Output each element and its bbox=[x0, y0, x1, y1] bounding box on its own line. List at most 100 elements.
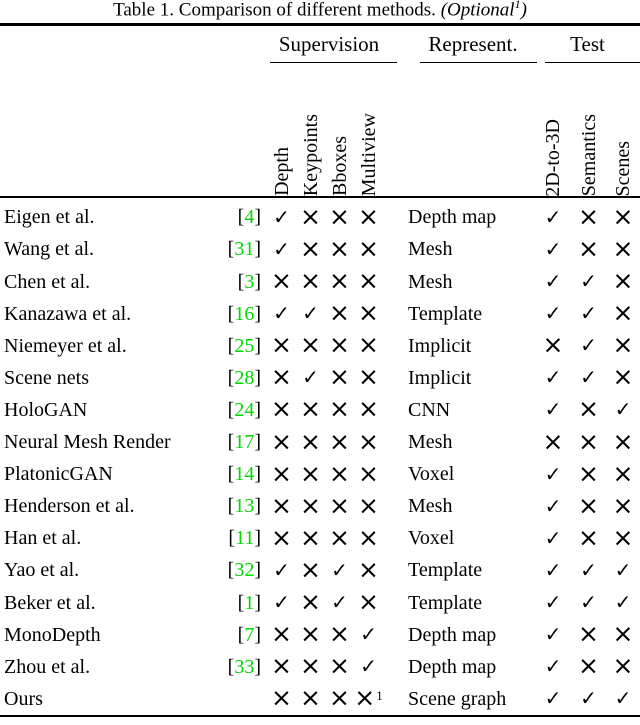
supervision-multiview-cell: × bbox=[354, 522, 383, 552]
represent-cell: Mesh bbox=[408, 431, 453, 454]
cross-icon: × bbox=[542, 330, 564, 360]
citation-link[interactable]: 16 bbox=[234, 302, 255, 325]
table-caption: Table 1. Comparison of different methods… bbox=[0, 0, 640, 21]
cross-icon: × bbox=[329, 362, 350, 392]
citation-link[interactable]: 13 bbox=[234, 495, 255, 518]
table-row: Zhou et al. [33] × × × ✓ Depth map ✓ × × bbox=[0, 651, 640, 683]
test-semantics-cell: × bbox=[571, 525, 606, 551]
test-2d-to-3d-cell: ✓ bbox=[535, 464, 571, 485]
test-2d-to-3d-cell: ✓ bbox=[535, 303, 571, 324]
check-icon: ✓ bbox=[360, 654, 377, 679]
col-header-bboxes: Bboxes bbox=[328, 136, 351, 197]
cross-icon: × bbox=[578, 394, 599, 424]
check-icon: ✓ bbox=[580, 365, 597, 390]
cross-icon: × bbox=[358, 201, 379, 231]
test-semantics-cell: × bbox=[571, 201, 606, 231]
represent-cell: Template bbox=[408, 302, 483, 325]
citation-link[interactable]: 33 bbox=[234, 655, 255, 678]
supervision-keypoints-cell: × bbox=[296, 589, 325, 615]
test-scenes-cell: × bbox=[606, 619, 640, 649]
test-2d-to-3d-cell: ✓ bbox=[535, 399, 571, 420]
citation-link[interactable]: 32 bbox=[234, 559, 255, 582]
check-icon: ✓ bbox=[273, 590, 290, 614]
cross-icon: × bbox=[578, 426, 599, 456]
cross-icon: × bbox=[612, 330, 634, 360]
supervision-multiview-cell: × bbox=[354, 362, 383, 392]
cross-icon: × bbox=[329, 233, 350, 263]
citation-cell: [13] bbox=[227, 495, 261, 518]
test-scenes-cell: ✓ bbox=[606, 399, 640, 420]
test-semantics-cell: ✓ bbox=[571, 367, 606, 388]
check-icon: ✓ bbox=[273, 236, 290, 261]
cross-icon: × bbox=[300, 651, 321, 681]
citation-link[interactable]: 4 bbox=[244, 206, 255, 229]
test-semantics-cell: ✓ bbox=[571, 592, 606, 613]
citation-link[interactable]: 17 bbox=[234, 431, 255, 454]
supervision-depth-cell: × bbox=[267, 396, 296, 422]
citation-cell: [33] bbox=[227, 655, 261, 678]
test-2d-to-3d-cell: ✓ bbox=[535, 367, 571, 388]
supervision-keypoints-cell: × bbox=[296, 621, 325, 647]
represent-cell: Mesh bbox=[408, 238, 453, 261]
col-header-scenes: Scenes bbox=[612, 140, 634, 197]
citation-link[interactable]: 31 bbox=[234, 238, 255, 261]
test-semantics-cell: × bbox=[571, 621, 606, 647]
citation-link[interactable]: 3 bbox=[244, 270, 255, 293]
test-scenes-cell: ✓ bbox=[606, 592, 640, 613]
cross-icon: × bbox=[300, 683, 321, 713]
citation-link[interactable]: 11 bbox=[235, 527, 255, 550]
test-2d-to-3d-cell: ✓ bbox=[535, 688, 571, 709]
test-semantics-cell: ✓ bbox=[571, 303, 606, 324]
supervision-depth-cell: × bbox=[267, 461, 296, 487]
test-scenes-cell: × bbox=[606, 525, 640, 551]
test-scenes-cell: × bbox=[606, 653, 640, 679]
check-icon: ✓ bbox=[273, 557, 290, 582]
check-icon: ✓ bbox=[544, 461, 562, 486]
test-2d-to-3d-cell: ✓ bbox=[535, 271, 571, 292]
citation-link[interactable]: 24 bbox=[234, 398, 255, 421]
supervision-depth-cell: ✓ bbox=[267, 303, 296, 324]
citation-link[interactable]: 25 bbox=[234, 334, 255, 357]
test-semantics-cell: ✓ bbox=[571, 335, 606, 356]
test-scenes-cell: × bbox=[606, 461, 640, 487]
cross-icon: × bbox=[271, 683, 292, 713]
method-cell: Zhou et al. bbox=[4, 655, 91, 678]
citation-link[interactable]: 28 bbox=[234, 366, 255, 389]
test-semantics-cell: × bbox=[571, 653, 606, 679]
check-icon: ✓ bbox=[580, 301, 597, 326]
test-2d-to-3d-cell: × bbox=[535, 330, 571, 360]
table-row: Henderson et al. [13] × × × × Mesh ✓ × × bbox=[0, 490, 640, 522]
test-semantics-cell: × bbox=[571, 426, 606, 456]
supervision-multiview-cell: × bbox=[354, 461, 383, 487]
method-cell: Henderson et al. bbox=[4, 495, 135, 518]
cross-icon: × bbox=[358, 362, 379, 392]
caption-optional: (Optional bbox=[440, 0, 515, 21]
cross-icon: × bbox=[300, 522, 321, 552]
supervision-keypoints-cell: × bbox=[296, 461, 325, 487]
cross-icon: × bbox=[358, 522, 379, 552]
cross-icon: × bbox=[271, 362, 292, 392]
cross-icon: × bbox=[358, 266, 379, 296]
test-scenes-cell: × bbox=[606, 429, 640, 455]
cross-icon: × bbox=[329, 619, 350, 649]
cross-icon: × bbox=[358, 233, 379, 263]
citation-link[interactable]: 1 bbox=[244, 591, 255, 614]
represent-underline bbox=[420, 62, 537, 64]
supervision-keypoints-cell: × bbox=[296, 332, 325, 358]
supervision-bboxes-cell: × bbox=[325, 685, 354, 711]
citation-cell: [16] bbox=[227, 302, 261, 325]
supervision-multiview-cell: × bbox=[354, 557, 383, 583]
citation-link[interactable]: 7 bbox=[244, 623, 255, 646]
cross-icon: × bbox=[578, 201, 599, 231]
supervision-depth-cell: × bbox=[267, 621, 296, 647]
table-row: Han et al. [11] × × × × Voxel ✓ × × bbox=[0, 522, 640, 554]
check-icon: ✓ bbox=[544, 493, 562, 518]
check-icon: ✓ bbox=[580, 590, 597, 614]
cross-icon: × bbox=[612, 619, 634, 649]
citation-cell: [11] bbox=[228, 527, 261, 550]
method-cell: Eigen et al. bbox=[4, 206, 95, 229]
citation-link[interactable]: 14 bbox=[234, 463, 255, 486]
method-cell: Chen et al. bbox=[4, 270, 91, 293]
header-rule bbox=[0, 196, 640, 199]
